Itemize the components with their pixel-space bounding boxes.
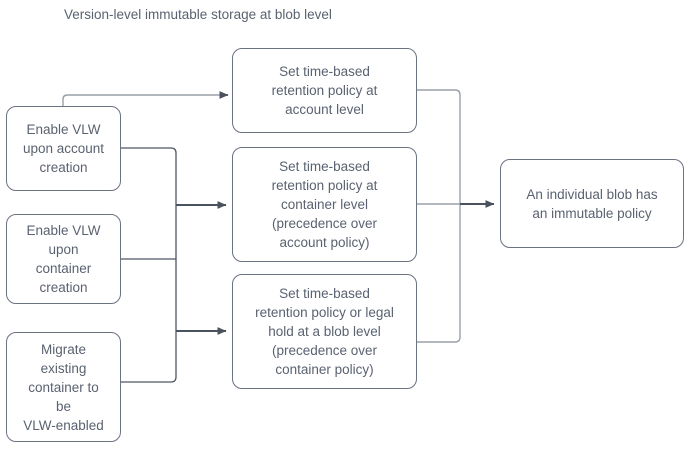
node-retention-policy-blob[interactable]: Set time-based retention policy or legal…	[232, 274, 417, 389]
edge-right-merge-bus	[416, 89, 461, 343]
node-enable-vlw-container[interactable]: Enable VLW upon container creation	[6, 214, 121, 304]
node-migrate-container[interactable]: Migrate existing container to be VLW-ena…	[6, 332, 121, 442]
node-enable-vlw-account[interactable]: Enable VLW upon account creation	[6, 106, 121, 191]
diagram-title: Version-level immutable storage at blob …	[64, 7, 332, 22]
edge-left-merge-bus	[120, 147, 177, 383]
node-immutable-policy-result[interactable]: An individual blob has an immutable poli…	[500, 159, 684, 248]
edge-enable-account-to-retention-account	[62, 91, 229, 106]
node-retention-policy-account[interactable]: Set time-based retention policy at accou…	[232, 48, 417, 133]
node-retention-policy-container[interactable]: Set time-based retention policy at conta…	[232, 147, 417, 262]
